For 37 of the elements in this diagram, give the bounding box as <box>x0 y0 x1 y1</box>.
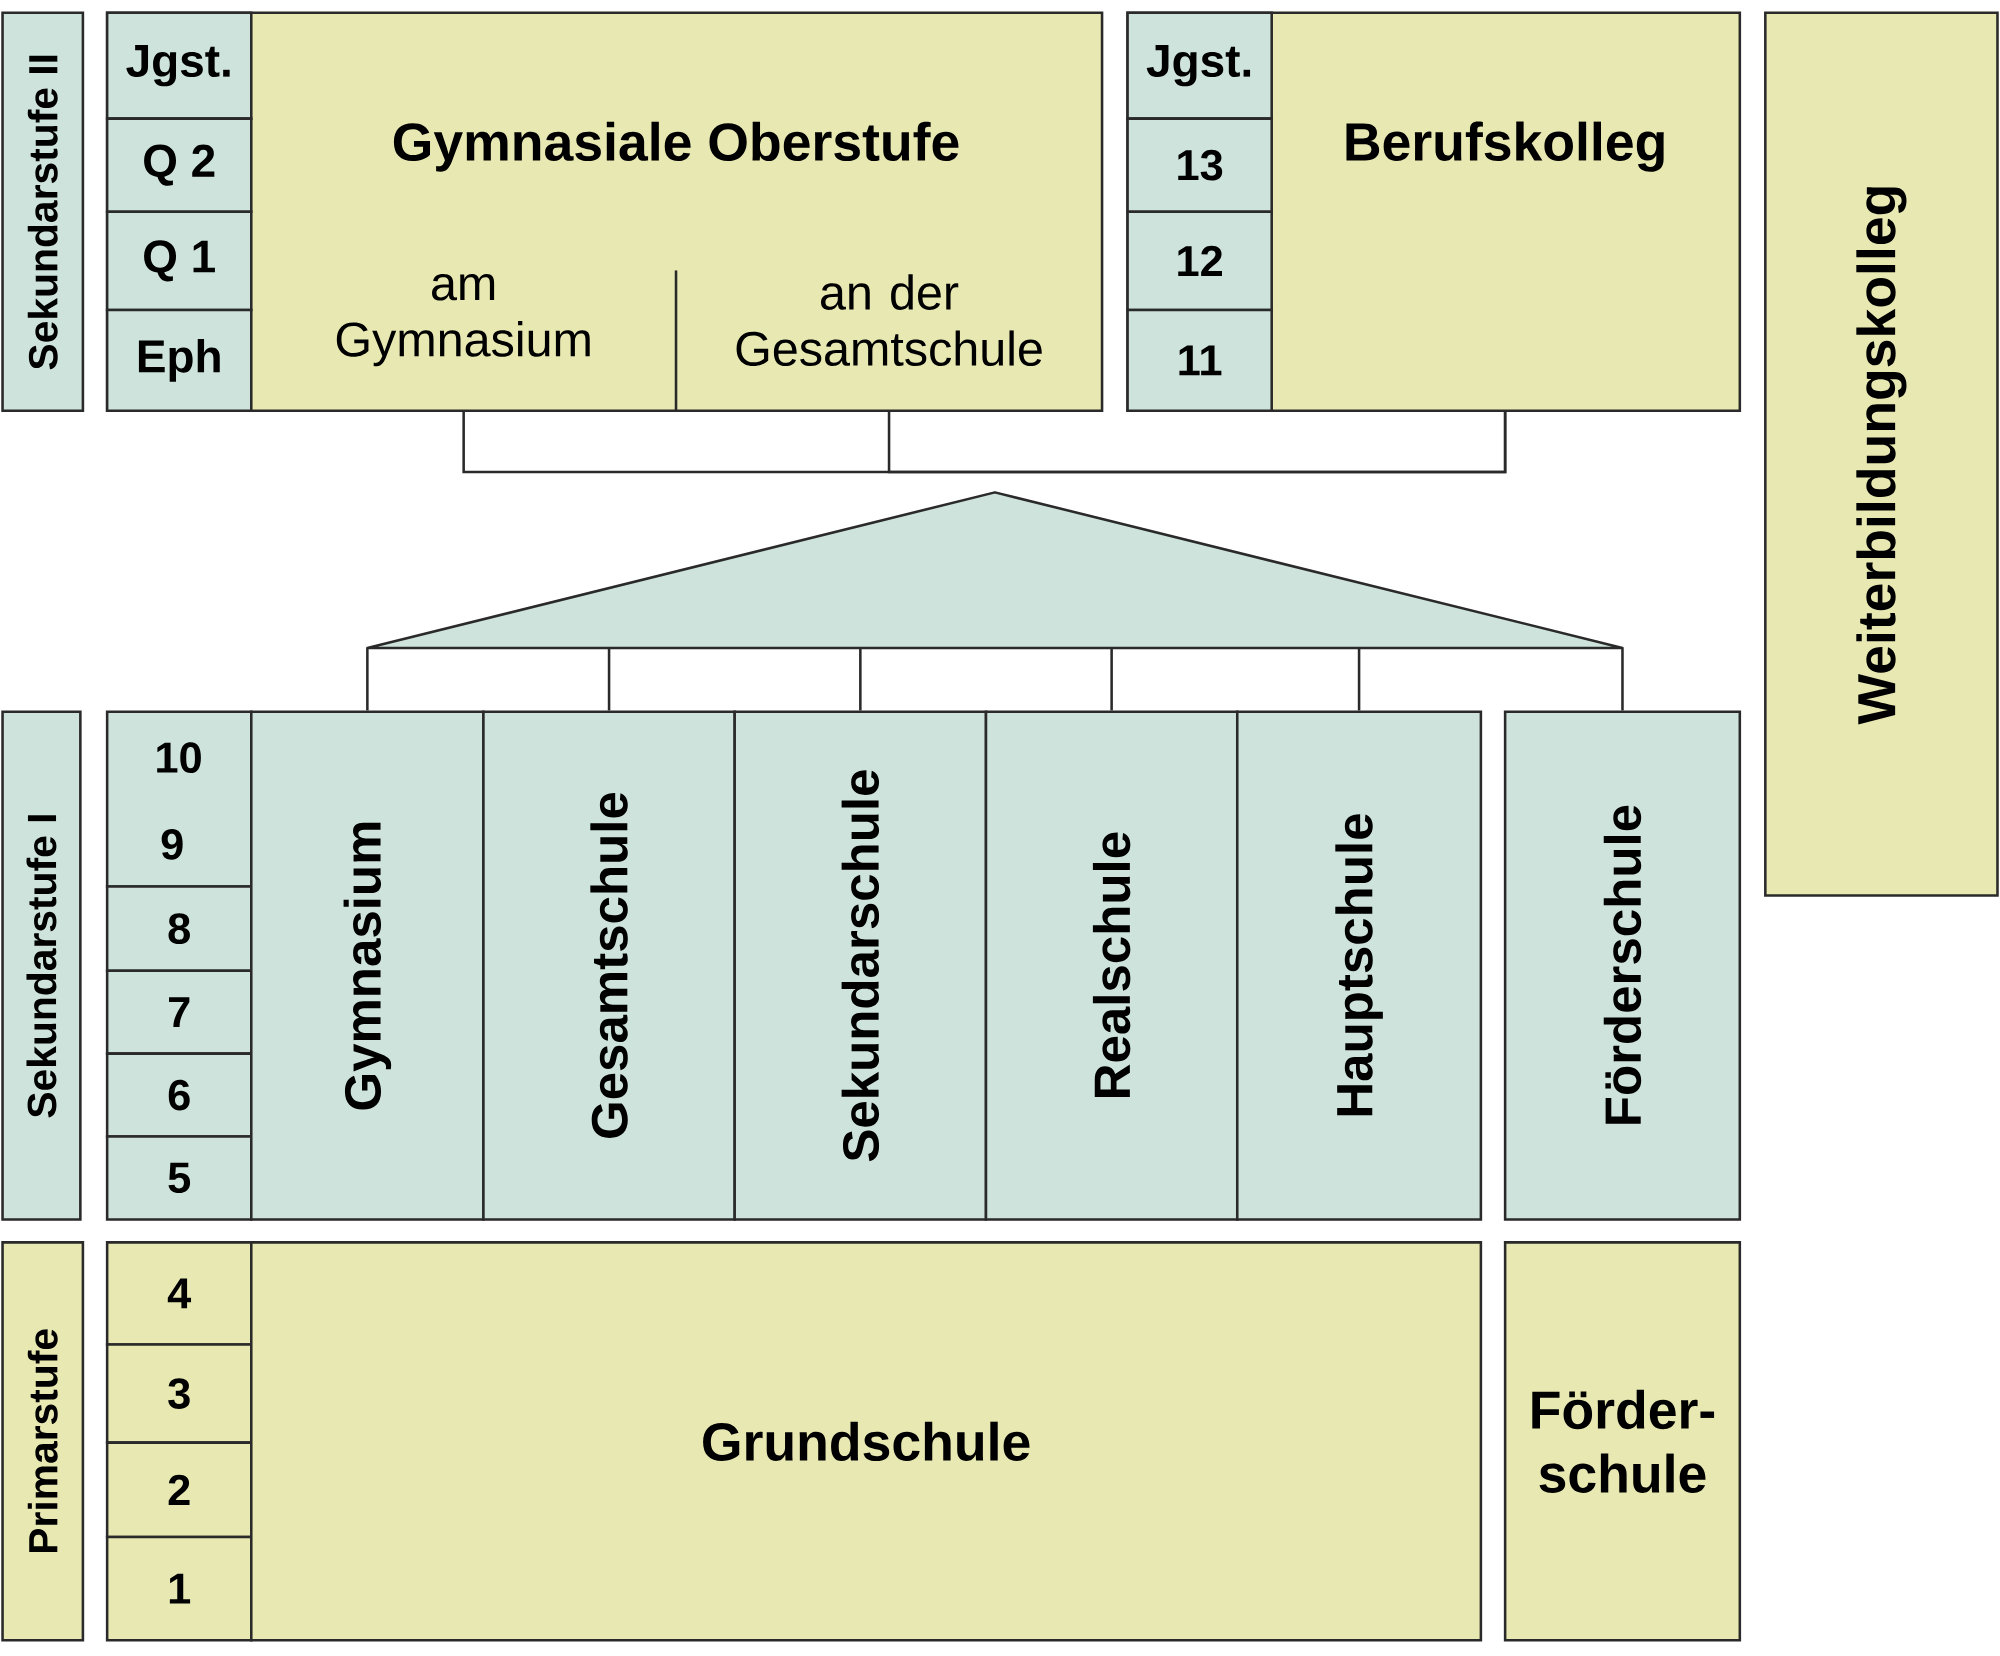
connector-line <box>859 648 862 711</box>
grade-cell: 11 <box>1126 308 1273 413</box>
connector-line <box>1110 648 1113 711</box>
connector-line <box>1621 648 1624 711</box>
stage-band: Sekundarstufe II <box>1 11 85 413</box>
text-label: am Gymnasium <box>336 274 590 367</box>
grade-cell: 13 <box>1126 117 1273 214</box>
school-box: Förder- schule <box>1503 1241 1742 1642</box>
stage-band: Primarstufe <box>1 1241 85 1642</box>
school-box: Grundschule <box>250 1241 1483 1642</box>
grade-cell: 5 <box>105 1135 253 1221</box>
grade-cell: Jgst. <box>1126 11 1273 121</box>
grade-cell: 8 <box>105 885 253 973</box>
grade-cell: 3 <box>105 1343 253 1445</box>
school-box: Hauptschule <box>1236 710 1483 1221</box>
grade-cell: 6 <box>105 1052 253 1138</box>
school-box: Realschule <box>984 710 1239 1221</box>
grade-cell: 12 <box>1126 210 1273 312</box>
school-box: Gesamtschule <box>482 710 736 1221</box>
connector-line <box>887 411 1507 474</box>
grade-cell: 1 <box>105 1535 253 1642</box>
grade-cell: 2 <box>105 1441 253 1539</box>
grade-cell: 7 <box>105 969 253 1056</box>
connector-line <box>607 648 611 711</box>
school-box: Weiterbildungskolleg <box>1764 11 1999 897</box>
grade-cell: Q 1 <box>105 210 253 312</box>
connector-line <box>366 648 369 711</box>
grade-cell: 4 <box>105 1241 253 1346</box>
school-box: Förderschule <box>1503 710 1742 1221</box>
triangle-shape <box>366 491 1624 650</box>
grade-cell: Q 2 <box>105 117 253 214</box>
grade-cell: Eph <box>105 308 253 413</box>
grade-cell: Jgst. <box>105 11 253 121</box>
text-label: an der Gesamtschule <box>736 274 1042 367</box>
school-box: Sekundarschule <box>733 710 988 1221</box>
connector-line <box>1357 648 1361 711</box>
stage-band: Sekundarstufe I <box>1 710 82 1221</box>
